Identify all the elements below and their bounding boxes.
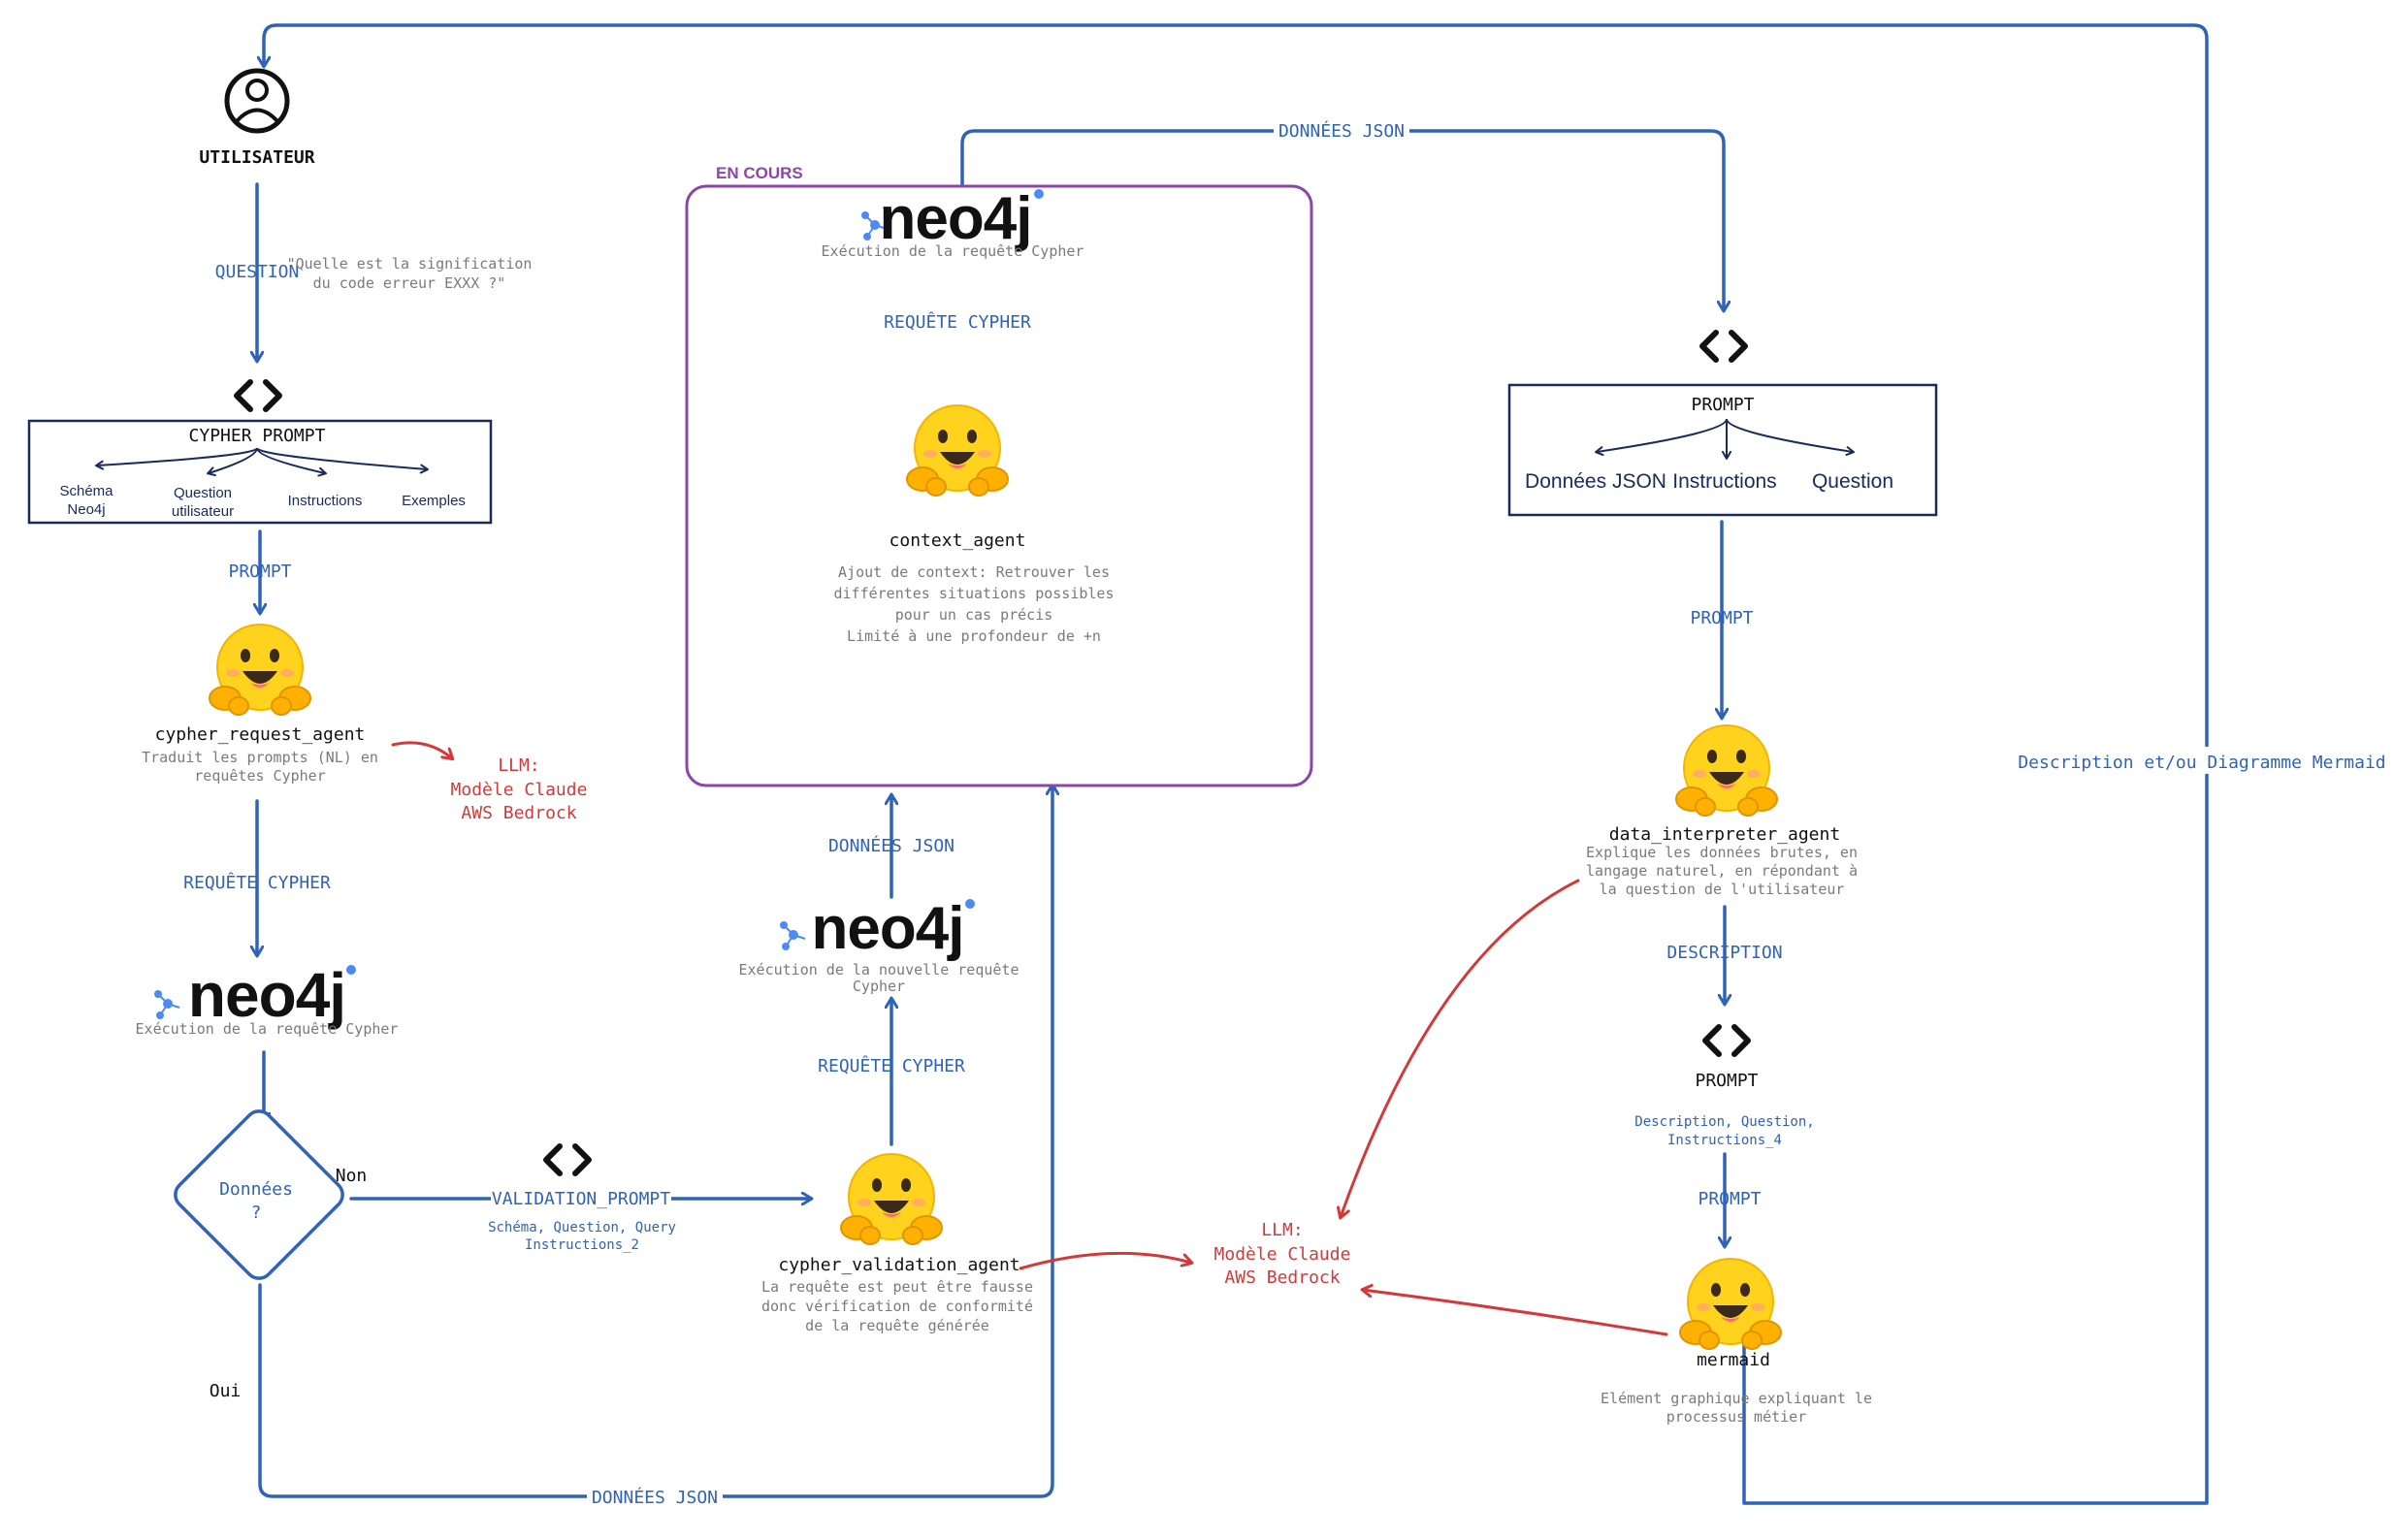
decision-line-1: Données <box>219 1179 293 1200</box>
neo4j-2-caption-1: Exécution de la nouvelle requête <box>739 961 1019 979</box>
cypher-request-agent-name: cypher_request_agent <box>155 724 366 745</box>
cypher-prompt-item-2b: utilisateur <box>172 503 234 520</box>
en-cours-box: EN COURS neo4j Exécution de la requête C… <box>685 164 1313 787</box>
edge-oui <box>258 786 1052 1498</box>
en-cours-title: EN COURS <box>716 164 803 182</box>
neo4j-2-caption-2: Cypher <box>853 978 905 995</box>
mermaid-name: mermaid <box>1697 1350 1770 1370</box>
code-icon <box>237 382 279 409</box>
question-example-2: du code erreur EXXX ?" <box>313 274 506 292</box>
cypher-prompt-item-3: Instructions <box>288 493 363 509</box>
mermaid-desc-1: Elément graphique expliquant le <box>1601 1390 1872 1407</box>
context-agent-name: context_agent <box>890 530 1026 551</box>
neo4j-graph-icon <box>153 989 180 1020</box>
llm-node-1: LLM: Modèle Claude AWS Bedrock <box>451 755 588 823</box>
llm-node-2: LLM: Modèle Claude AWS Bedrock <box>1214 1220 1351 1288</box>
llm-2-line-2: Modèle Claude <box>1214 1244 1351 1265</box>
edge-label-requete-cypher-3: REQUÊTE CYPHER <box>884 311 1031 333</box>
hugging-face-icon <box>1675 724 1778 817</box>
neo4j-graph-icon <box>779 920 806 951</box>
question-label: QUESTION <box>215 262 300 282</box>
context-agent-desc-3: pour un cas précis <box>895 606 1053 624</box>
validation-sub-2: Instructions_2 <box>525 1237 639 1253</box>
validation-agent-name: cypher_validation_agent <box>778 1255 1019 1275</box>
data-interpreter-desc-3: la question de l'utilisateur <box>1600 881 1845 898</box>
loop-back-edge <box>264 23 2209 1505</box>
llm-1-line-2: Modèle Claude <box>451 780 588 800</box>
hugging-face-icon <box>1679 1258 1782 1350</box>
context-agent-desc-4: Limité à une profondeur de +n <box>847 627 1101 645</box>
edge-label-description-right: Description et/ou Diagramme Mermaid <box>2018 753 2385 773</box>
cypher-prompt-item-1b: Neo4j <box>67 501 105 518</box>
edge-label-requete-cypher-1: REQUÊTE CYPHER <box>183 872 331 893</box>
code-icon <box>546 1146 589 1173</box>
cypher-prompt-item-4: Exemples <box>402 493 466 509</box>
prompt-box-item-3: Question <box>1812 470 1893 493</box>
prompt-box-item-1: Données JSON <box>1525 470 1666 493</box>
hugging-face-icon <box>840 1153 943 1245</box>
validation-sub-1: Schéma, Question, Query <box>488 1220 676 1235</box>
context-agent-desc-2: différentes situations possibles <box>834 585 1115 602</box>
user-icon <box>224 68 290 134</box>
mermaid-desc-2: processus métier <box>1666 1408 1807 1426</box>
data-interpreter-desc-1: Explique les données brutes, en <box>1586 844 1858 861</box>
cypher-request-agent-desc-1: Traduit les prompts (NL) en <box>142 749 378 766</box>
validation-agent-desc-3: de la requête générée <box>805 1317 989 1334</box>
edge-label-donnees-json-bottom: DONNÉES JSON <box>592 1487 718 1508</box>
edge-label-prompt-2: PROMPT <box>1690 608 1753 628</box>
edge-llm-validation <box>1019 1251 1191 1270</box>
en-cours-neo4j-caption: Exécution de la requête Cypher <box>822 242 1084 260</box>
code-icon <box>1705 1027 1748 1054</box>
edge-llm-1 <box>391 741 452 758</box>
hugging-face-icon <box>209 624 311 716</box>
edge-llm-interpreter <box>1341 879 1580 1217</box>
prompt-node-sub-2: Instructions_4 <box>1667 1133 1782 1148</box>
edge-label-validation-prompt: VALIDATION_PROMPT <box>492 1189 670 1209</box>
llm-2-line-3: AWS Bedrock <box>1224 1267 1340 1288</box>
edge-label-description: DESCRIPTION <box>1666 943 1782 963</box>
prompt-node-sub-1: Description, Question, <box>1634 1114 1814 1130</box>
context-agent-desc-1: Ajout de context: Retrouver les <box>838 563 1110 581</box>
edge-label-prompt-1: PROMPT <box>228 561 291 582</box>
edge-label-requete-cypher-2: REQUÊTE CYPHER <box>818 1055 965 1076</box>
prompt-box-title: PROMPT <box>1691 395 1754 415</box>
user-title: UTILISATEUR <box>199 147 314 168</box>
cypher-prompt-title: CYPHER PROMPT <box>189 426 326 446</box>
user-node: UTILISATEUR <box>199 68 315 168</box>
edge-label-non: Non <box>336 1166 368 1186</box>
prompt-box: PROMPT Données JSON Instructions Questio… <box>1507 383 1938 517</box>
neo4j-1-logo: neo4j <box>188 960 345 1030</box>
validation-agent-desc-1: La requête est peut être fausse <box>761 1278 1033 1296</box>
edge-llm-mermaid <box>1363 1290 1668 1336</box>
code-icon <box>1702 333 1745 360</box>
llm-1-line-1: LLM: <box>498 755 539 776</box>
neo4j-2-logo: neo4j <box>812 895 964 962</box>
en-cours-neo4j-logo: neo4j <box>880 185 1032 252</box>
cypher-prompt-item-1a: Schéma <box>59 483 113 499</box>
data-interpreter-name: data_interpreter_agent <box>1609 824 1840 845</box>
prompt-box-item-2: Instructions <box>1672 470 1776 493</box>
cypher-prompt-item-2a: Question <box>174 485 232 501</box>
prompt-node-title: PROMPT <box>1695 1071 1758 1091</box>
connectors <box>257 23 2209 1505</box>
cypher-request-agent-desc-2: requêtes Cypher <box>194 767 325 785</box>
neo4j-node-1: neo4j Exécution de la requête Cypher <box>136 960 399 1038</box>
llm-1-line-3: AWS Bedrock <box>461 803 576 823</box>
question-example-1: "Quelle est la signification <box>287 255 533 273</box>
data-interpreter-desc-2: langage naturel, en répondant à <box>1586 862 1858 880</box>
edge-label-donnees-json-mid: DONNÉES JSON <box>828 835 954 856</box>
neo4j-1-caption: Exécution de la requête Cypher <box>136 1020 399 1038</box>
edge-label-oui: Oui <box>210 1381 242 1401</box>
edge-label-prompt-3: PROMPT <box>1698 1189 1761 1209</box>
cypher-prompt-box: CYPHER PROMPT Schéma Neo4j Question util… <box>27 419 493 525</box>
validation-agent-desc-2: donc vérification de conformité <box>761 1298 1033 1315</box>
llm-2-line-1: LLM: <box>1261 1220 1303 1240</box>
decision-node: Données ? <box>174 1109 344 1280</box>
decision-line-2: ? <box>251 1203 262 1223</box>
edge-label-donnees-json-top: DONNÉES JSON <box>1278 120 1405 142</box>
neo4j-node-2: neo4j Exécution de la nouvelle requête C… <box>739 895 1019 995</box>
